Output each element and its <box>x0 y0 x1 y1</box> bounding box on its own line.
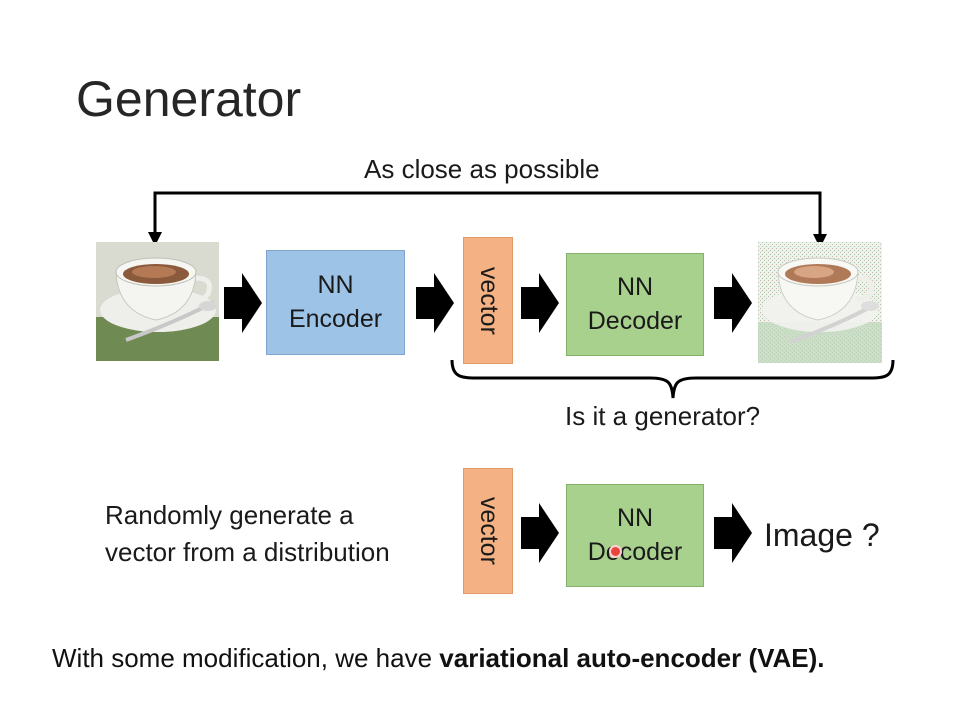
slide-title: Generator <box>76 71 302 127</box>
vector-label: vector <box>474 266 503 335</box>
footer-sentence: With some modification, we have variatio… <box>52 643 825 674</box>
vector-box: vector <box>463 237 513 364</box>
block-arrow-icon <box>521 503 559 563</box>
decoder-label-line1: NN <box>616 272 654 301</box>
random-text-line2: vector from a distribution <box>105 537 390 567</box>
footer-prefix: With some modification, we have <box>52 643 440 673</box>
vector-box-random: vector <box>463 468 513 594</box>
decoder-label-line1: NN <box>616 503 654 532</box>
generator-question: Is it a generator? <box>565 401 761 431</box>
random-text-line1: Randomly generate a <box>105 500 354 530</box>
coffee-cup-image <box>96 242 219 361</box>
curly-brace <box>450 359 895 399</box>
block-arrow-icon <box>521 273 559 333</box>
footer-bold: variational auto-encoder (VAE). <box>439 643 825 673</box>
pointer-cursor <box>609 545 622 558</box>
decoder-label-line2: Decoder <box>587 537 683 566</box>
reconstructed-coffee-image <box>758 242 882 363</box>
close-label: As close as possible <box>364 154 600 184</box>
encoder-label-line2: Encoder <box>288 304 383 333</box>
image-question: Image ? <box>764 517 880 553</box>
block-arrow-icon <box>714 503 752 563</box>
nn-decoder-box-random: NN Decoder <box>566 484 704 587</box>
vector-label: vector <box>474 496 503 566</box>
nn-decoder-box: NN Decoder <box>566 253 704 356</box>
nn-encoder-box: NN Encoder <box>266 250 405 355</box>
block-arrow-icon <box>224 273 262 333</box>
block-arrow-icon <box>714 273 752 333</box>
decoder-label-line2: Decoder <box>587 306 683 335</box>
encoder-label-line1: NN <box>317 270 354 299</box>
block-arrow-icon <box>416 273 454 333</box>
